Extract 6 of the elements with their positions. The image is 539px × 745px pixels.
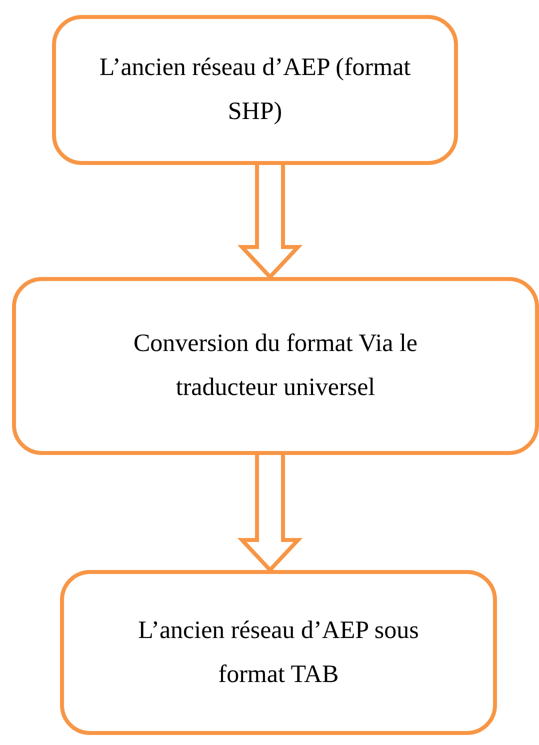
- box-text: L’ancien réseau d’AEP (format SHP): [98, 53, 412, 127]
- process-box: [60, 570, 497, 735]
- process-box: [12, 277, 539, 455]
- box-text: L’ancien réseau d’AEP sous format TAB: [137, 616, 420, 690]
- box-text: Conversion du format Via le traducteur universel: [132, 329, 419, 403]
- process-box: [52, 15, 458, 165]
